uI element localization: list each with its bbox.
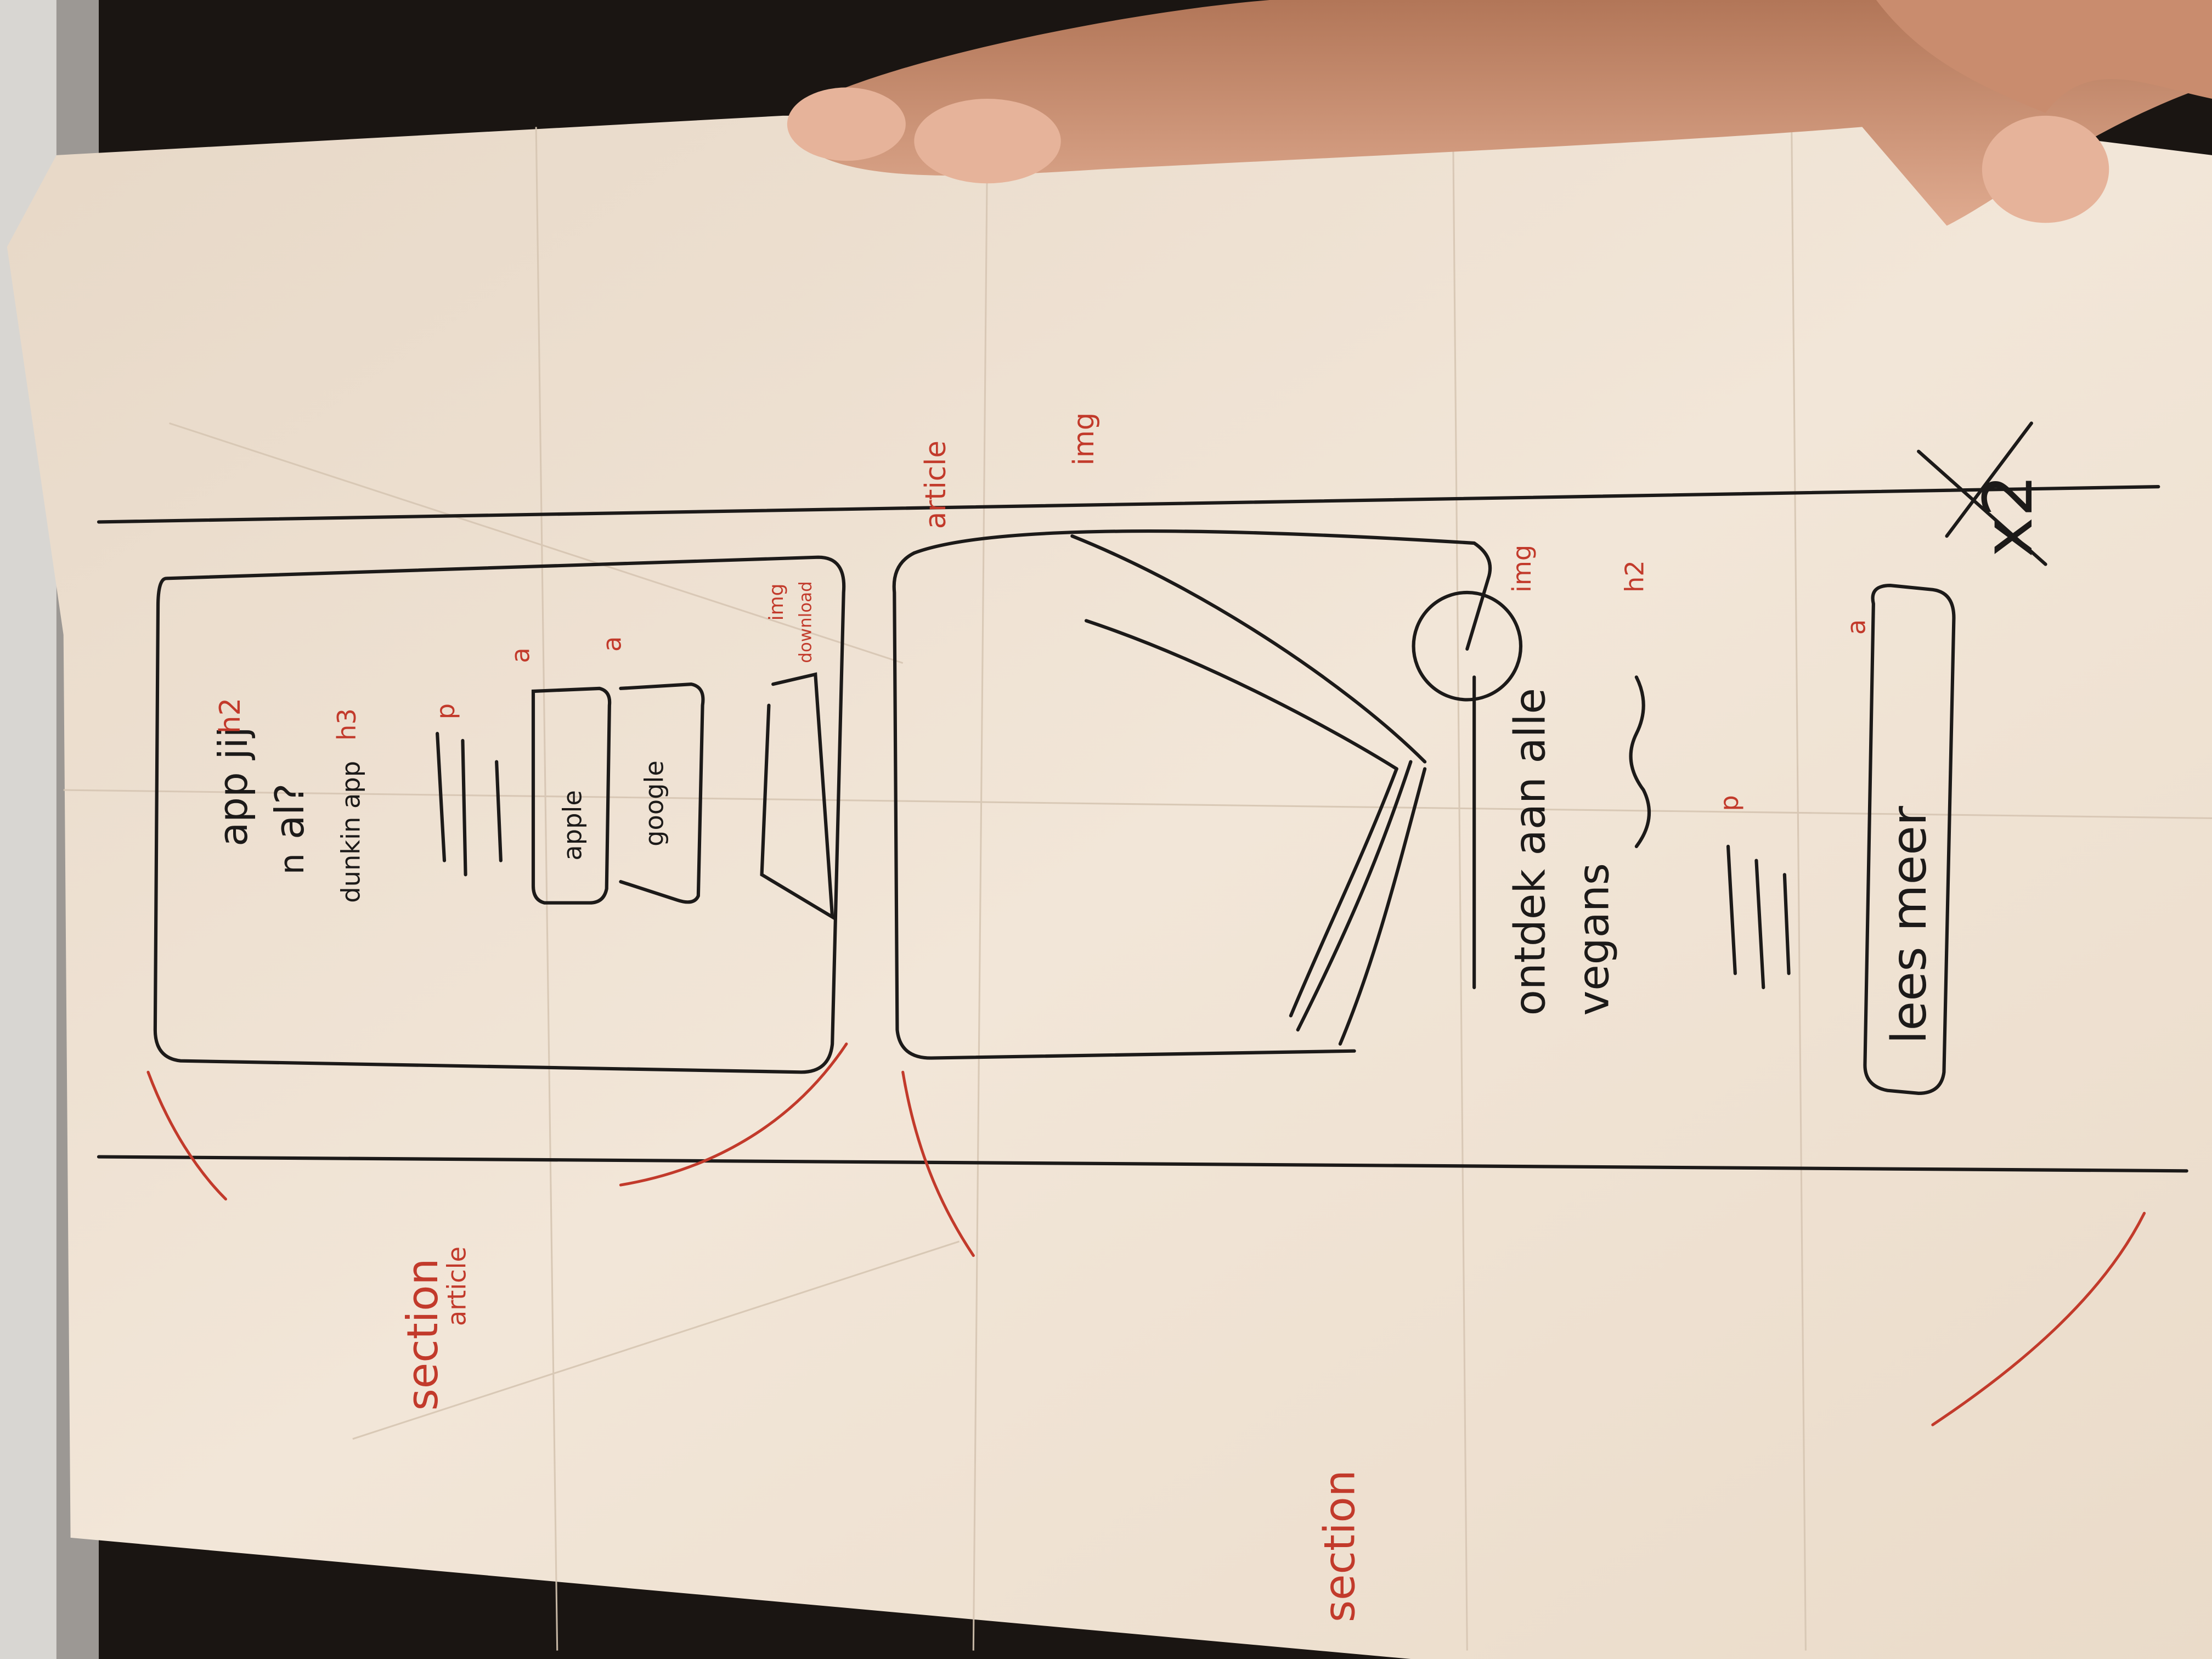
p-line-3 [495, 760, 503, 862]
p-line-2 [461, 738, 467, 877]
ink-text: app jij n al? dunkin app apple google on… [210, 474, 2048, 1044]
app-card-outline [153, 555, 846, 1074]
tag-article-1: article [442, 1246, 472, 1326]
p2-line-2 [1754, 859, 1765, 990]
tag-article-2: article [919, 441, 952, 529]
tag-a-read-more: a [1841, 619, 1871, 635]
red-curve-1 [146, 1070, 227, 1201]
app-subheading: al? [267, 783, 313, 839]
h2-squiggle [1629, 675, 1651, 848]
image-sketch-line-3 [1296, 760, 1413, 1032]
google-button-outline [619, 682, 705, 904]
x2-cross-2 [1917, 449, 2047, 566]
google-link-label: google [640, 760, 669, 847]
image-sketch-line-1 [1070, 534, 1427, 764]
image-sketch-line-2 [1084, 619, 1398, 771]
apple-button-outline [531, 686, 612, 905]
tag-p-1: p [431, 703, 460, 719]
tag-h2-2: h2 [1620, 560, 1650, 592]
image-sketch-line-4 [1289, 767, 1398, 1018]
paper-sheet [7, 115, 2212, 1659]
avatar-circle [1412, 590, 1523, 702]
app-h3-text: dunkin app [336, 761, 366, 903]
red-curve-2 [619, 1042, 848, 1187]
ink-drawing [97, 421, 2188, 1173]
image-sketch-line-5 [1338, 767, 1427, 1046]
p2-line-1 [1726, 844, 1737, 975]
red-curve-3 [901, 1070, 975, 1257]
read-more-button-label: lees meer [1881, 806, 1937, 1044]
download-image-outline [760, 672, 834, 921]
tag-section-1: section [398, 1259, 448, 1411]
tag-img-download: img [765, 584, 788, 621]
article-card-top [912, 529, 1492, 651]
tag-img-download-note: download [796, 581, 816, 663]
paper-folds [63, 124, 2212, 1651]
app-subheading-prefix: n [272, 853, 312, 874]
tag-a-google: a [597, 636, 627, 652]
p-line-1 [436, 732, 447, 862]
tag-img-avatar: img [1507, 545, 1537, 592]
read-more-button-outline [1863, 584, 1956, 1095]
hand [787, 0, 2212, 226]
article-heading-line-1: ontdek aan alle [1506, 688, 1555, 1015]
section-divider-top [97, 485, 2160, 524]
repeat-count: x2 [1969, 474, 2048, 557]
apple-link-label: apple [557, 790, 587, 860]
p2-line-3 [1782, 873, 1791, 975]
tag-img-article: img [1068, 413, 1101, 466]
red-curve-4 [1931, 1211, 2146, 1426]
tag-p-2: p [1714, 795, 1744, 811]
red-curves [146, 1042, 2146, 1426]
tag-h2-1: h2 [214, 698, 247, 733]
article-heading-line-2: vegans [1569, 863, 1618, 1015]
x2-cross-1 [1945, 421, 2033, 538]
tag-section-2: section [1316, 1470, 1365, 1622]
red-annotations: h2 h3 p a a img download article img img… [214, 413, 1871, 1623]
article-card-side [892, 551, 1356, 1060]
section-divider-bottom [97, 1155, 2188, 1173]
tag-h3: h3 [332, 708, 362, 741]
tag-a-apple: a [505, 647, 535, 663]
app-heading: app jij [210, 726, 256, 846]
